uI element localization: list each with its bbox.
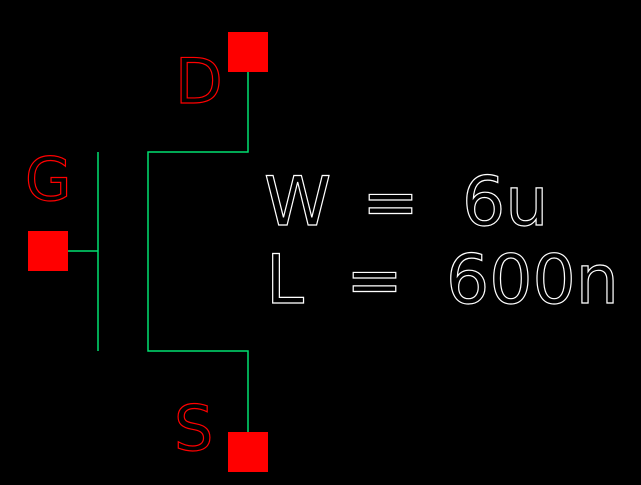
- drain-wire: [147, 72, 249, 432]
- length-value: 600n: [446, 241, 619, 320]
- width-parameter: W = 6u: [263, 162, 549, 242]
- source-pin[interactable]: [228, 432, 268, 472]
- length-equals: =: [346, 241, 403, 320]
- drain-pin[interactable]: [228, 32, 268, 72]
- gate-pin[interactable]: [28, 231, 68, 271]
- width-label: W: [264, 163, 331, 242]
- width-equals: =: [362, 163, 419, 242]
- source-label: S: [174, 392, 213, 465]
- length-parameter: L = 600n: [265, 240, 619, 320]
- length-label: L: [266, 241, 304, 320]
- width-value: 6u: [462, 163, 548, 242]
- drain-label: D: [175, 45, 223, 118]
- mosfet-symbol[interactable]: [68, 72, 249, 432]
- gate-label: G: [25, 145, 72, 215]
